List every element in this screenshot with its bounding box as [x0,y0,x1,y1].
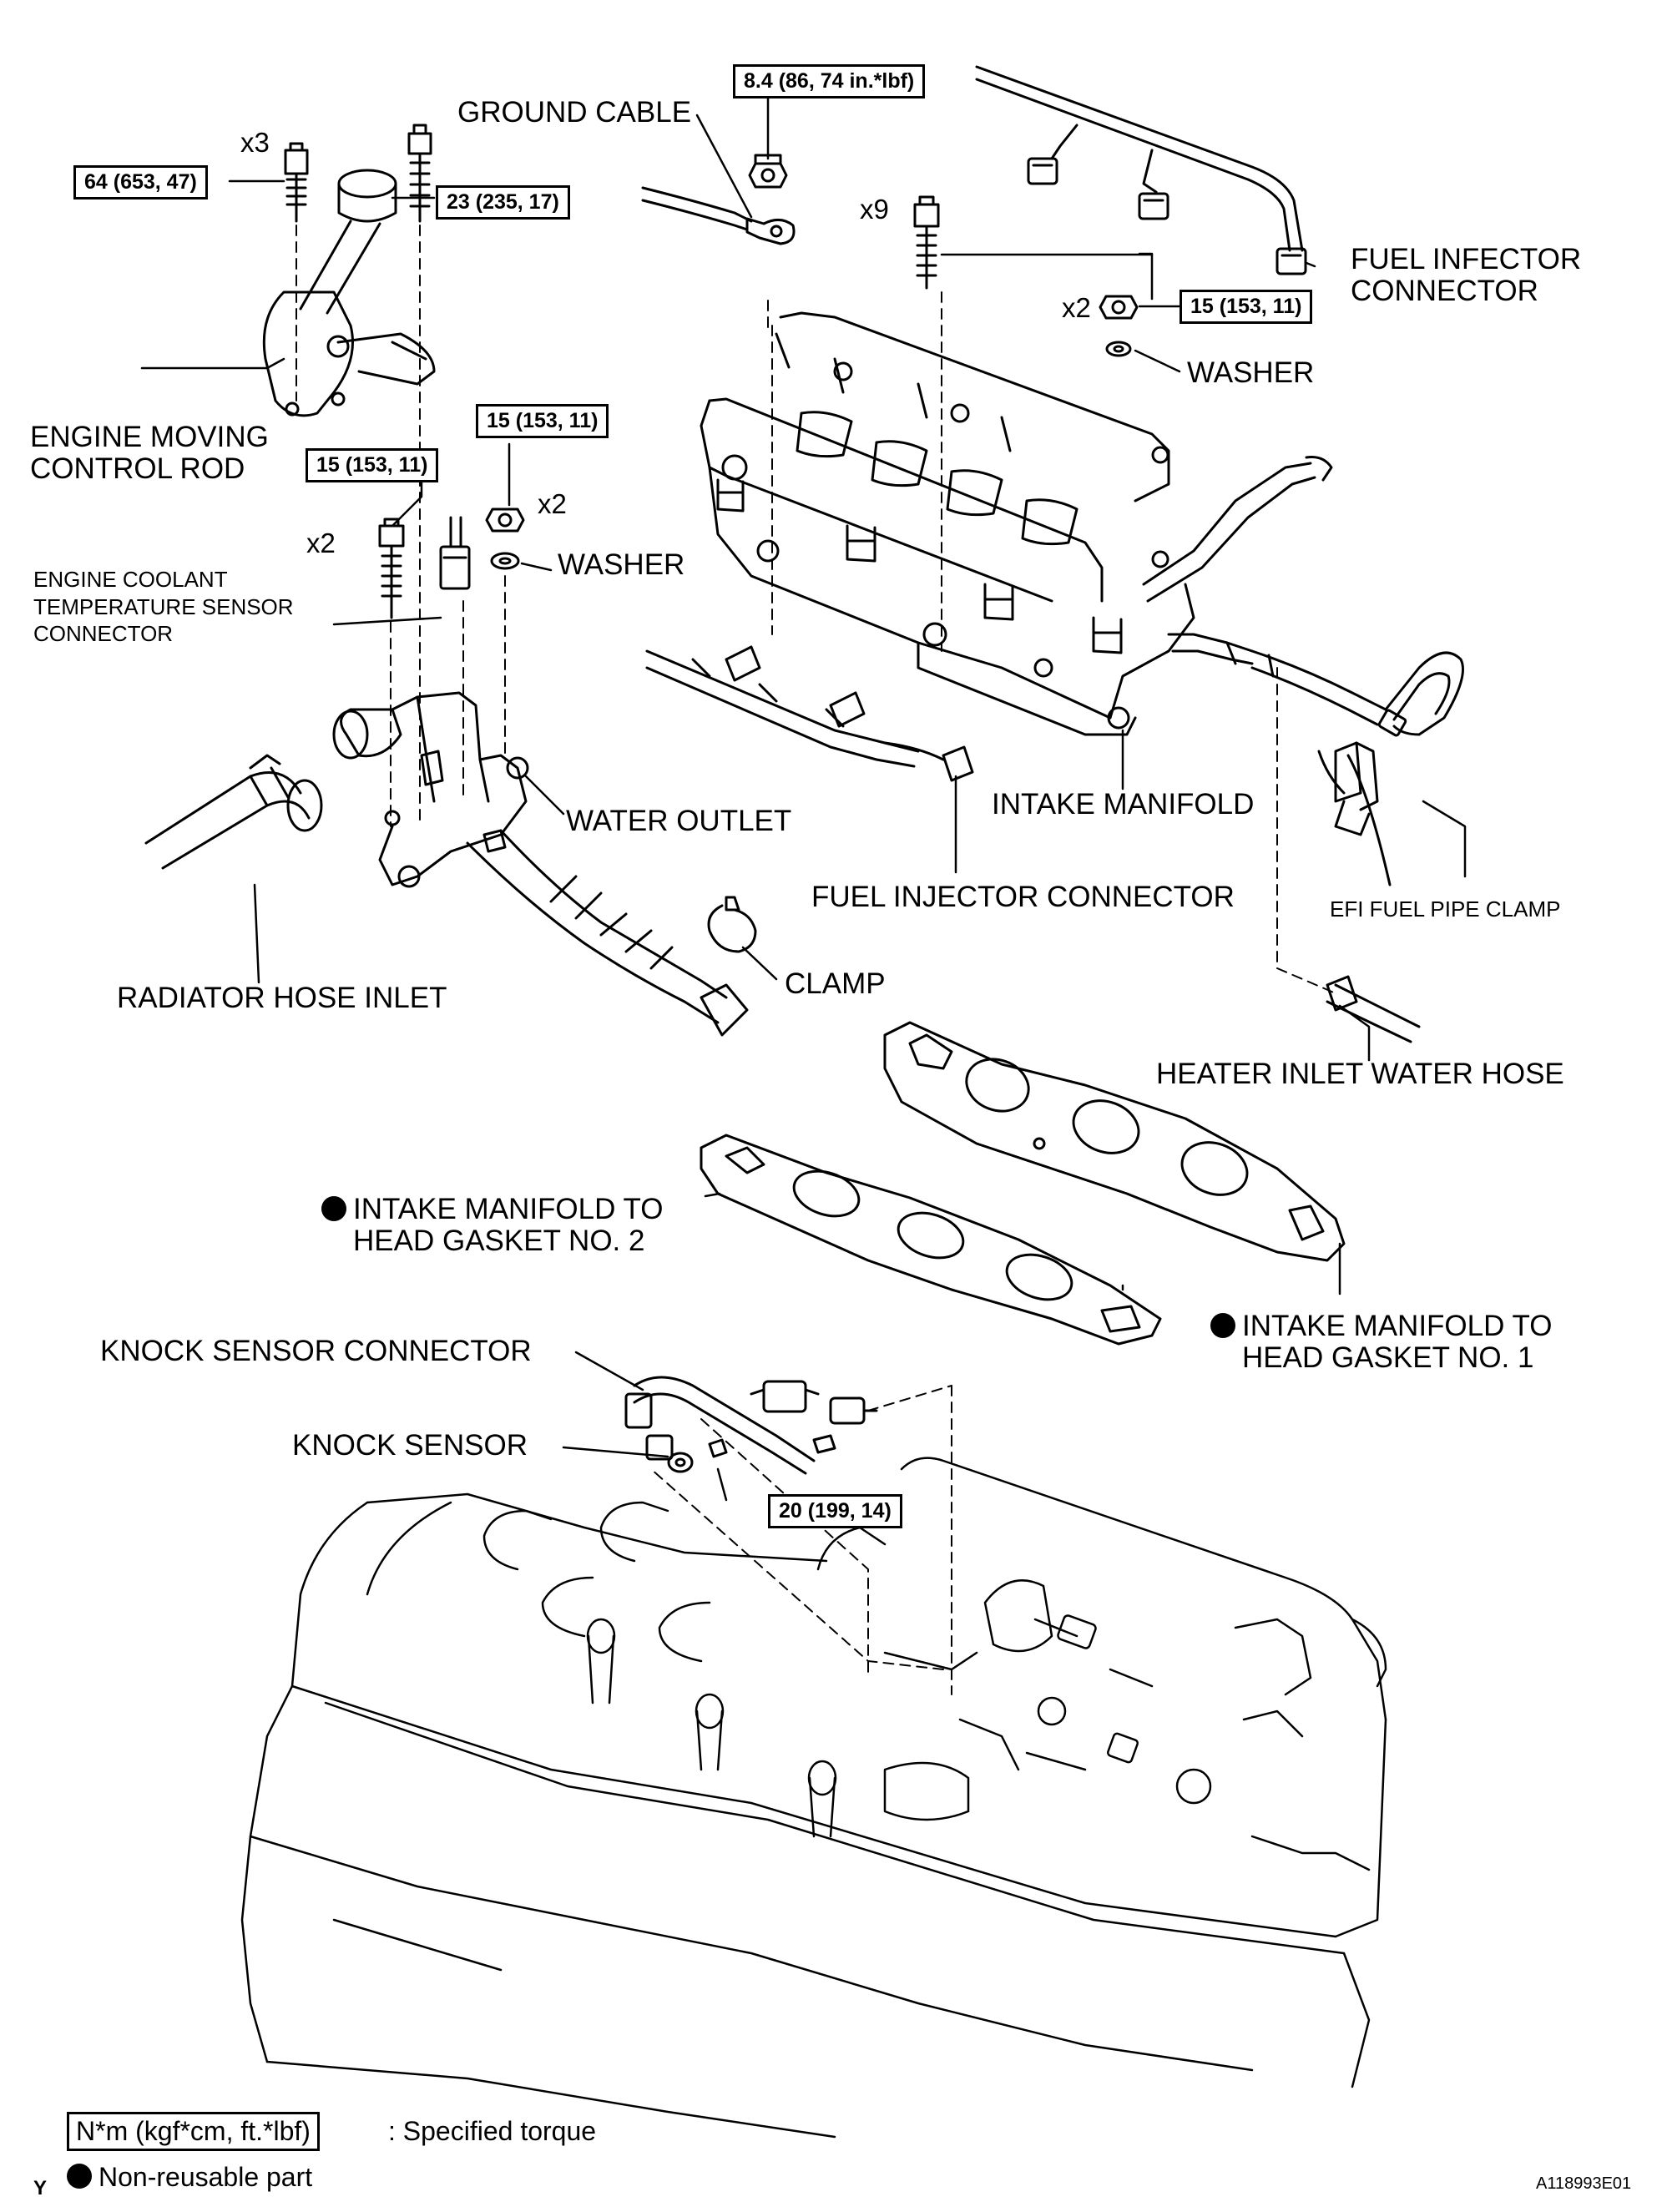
label-intake-manifold: INTAKE MANIFOLD [992,788,1255,821]
qty-control-rod-bolt: x3 [240,127,270,158]
label-knock-sensor-connector: KNOCK SENSOR CONNECTOR [100,1335,532,1367]
gasket-no1-drawing [883,1021,1346,1262]
corner-mark: Y [33,2177,48,2199]
efi-pipe-line [1346,754,1392,886]
outlet-hose-drawing [466,829,749,1037]
injector-wire-harness-drawing [975,65,1307,275]
manifold-bolt [913,195,940,290]
legend-nonreusable-text: Non-reusable part [99,2162,313,2192]
label-coolant-sensor-connector: ENGINE COOLANT TEMPERATURE SENSOR CONNEC… [33,567,294,646]
ground-cable-nut [748,154,788,189]
water-outlet-nut [485,508,525,570]
legend-nonreusable: Non-reusable part [67,2162,312,2193]
label-heater-inlet-water-hose: HEATER INLET WATER HOSE [1156,1058,1564,1090]
label-knock-sensor: KNOCK SENSOR [292,1429,528,1462]
gasket-no2-drawing [700,1134,1162,1346]
control-rod-bolt [284,142,309,223]
intake-manifold-drawing [700,311,1333,736]
torque-box-outlet-nut: 15 (153, 11) [476,404,609,438]
torque-box-ground-nut: 8.4 (86, 74 in.*lbf) [733,64,926,98]
radiator-hose-inlet-drawing [144,754,323,870]
fuel-injector-connector-harness-drawing [645,645,974,782]
label-washer-lower: WASHER [558,548,685,581]
label-washer-upper: WASHER [1187,356,1315,389]
gasket-no1-callout: INTAKE MANIFOLD TO HEAD GASKET NO. 1 [1210,1311,1552,1374]
label-gasket-no2: INTAKE MANIFOLD TO HEAD GASKET NO. 2 [353,1193,664,1257]
fuel-hose-drawing [1225,641,1464,737]
manifold-nut [1099,295,1139,357]
qty-manifold-bolt: x9 [860,194,889,225]
non-reusable-marker-icon [321,1196,346,1221]
ground-cable-drawing [641,186,796,245]
label-fuel-infector-connector: FUEL INFECTOR CONNECTOR [1351,243,1582,307]
label-ground-cable: GROUND CABLE [457,96,692,129]
torque-box-bracket-bolt: 23 (235, 17) [436,185,570,220]
clamp-drawing [707,896,757,953]
label-radiator-hose-inlet: RADIATOR HOSE INLET [117,982,447,1014]
label-clamp: CLAMP [785,967,886,1000]
engine-block-drawing [240,1457,1387,2139]
figure-id: A118993E01 [1536,2174,1632,2193]
heater-inlet-water-hose-drawing [1326,975,1421,1043]
bracket-bolt [407,124,432,223]
legend-torque-text: : Specified torque [388,2116,597,2146]
knock-sensor-harness-drawing [624,1376,878,1475]
label-engine-moving-control-rod: ENGINE MOVING CONTROL ROD [30,421,269,485]
qty-outlet-nut: x2 [538,488,567,519]
engine-moving-control-rod-drawing [262,169,436,417]
label-fuel-injector-connector: FUEL INJECTOR CONNECTOR [811,881,1235,913]
coolant-sensor-connector-drawing [439,516,471,590]
torque-box-manifold-nut: 15 (153, 11) [1180,290,1313,324]
non-reusable-legend-icon [67,2164,92,2189]
label-water-outlet: WATER OUTLET [566,805,792,837]
gasket-no2-callout: INTAKE MANIFOLD TO HEAD GASKET NO. 2 [321,1194,663,1257]
non-reusable-marker-icon [1210,1313,1235,1338]
torque-box-knock-sensor-nut: 20 (199, 14) [768,1494,902,1528]
leader-lines [140,92,1467,1502]
water-outlet-drawing [332,691,529,888]
label-efi-fuel-pipe-clamp: EFI FUEL PIPE CLAMP [1330,896,1561,922]
qty-manifold-nut: x2 [1062,292,1091,323]
torque-box-outlet-bolt: 15 (153, 11) [306,448,439,482]
torque-box-control-rod-bolt: 64 (653, 47) [73,165,208,199]
water-outlet-bolt [378,518,405,619]
qty-outlet-bolt: x2 [306,528,336,558]
legend-torque-unit-box: N*m (kgf*cm, ft.*lbf) [67,2112,320,2151]
label-gasket-no1: INTAKE MANIFOLD TO HEAD GASKET NO. 1 [1242,1310,1553,1374]
